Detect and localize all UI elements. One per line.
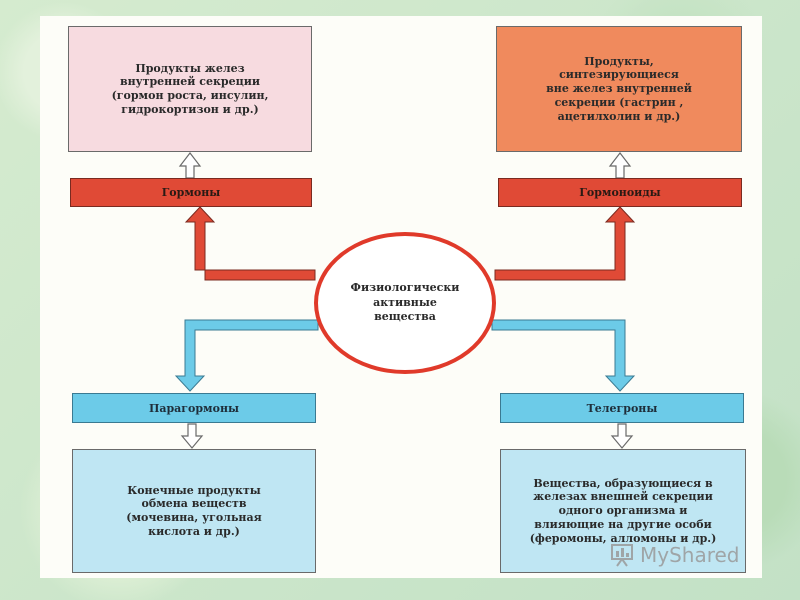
hormonoids-label: Гормоноиды — [498, 178, 742, 207]
hormones-label: Гормоны — [70, 178, 312, 207]
parahormones-description-box: Конечные продукты обмена веществ (мочеви… — [72, 449, 316, 573]
telegrons-label-text: Телегроны — [586, 401, 658, 415]
hormonoids-description-text: Продукты, синтезирующиеся вне желез внут… — [546, 54, 692, 123]
arrow-to-telegrons — [491, 319, 636, 392]
arrow-to-hormones — [184, 206, 316, 281]
central-concept-text: Физиологически активные вещества — [350, 280, 460, 324]
small-arrow-telegrons — [610, 423, 634, 449]
parahormones-label: Парагормоны — [72, 393, 316, 423]
watermark-text: MyShared — [640, 543, 740, 567]
hormonoids-label-text: Гормоноиды — [579, 186, 661, 199]
hormones-description-text: Продукты желез внутренней секреции (горм… — [111, 61, 269, 116]
hormones-description-box: Продукты желез внутренней секреции (горм… — [68, 26, 312, 152]
telegrons-description-text: Вещества, образующиеся в железах внешней… — [529, 476, 717, 545]
small-arrow-hormonoids — [608, 152, 632, 179]
central-concept-circle: Физиологически активные вещества — [314, 232, 496, 374]
presentation-board-icon — [611, 544, 633, 567]
arrow-to-hormonoids — [494, 206, 636, 281]
watermark-logo: MyShared — [610, 540, 740, 570]
small-arrow-parahormones — [180, 423, 204, 449]
hormones-label-text: Гормоны — [161, 186, 221, 199]
telegrons-label: Телегроны — [500, 393, 744, 423]
parahormones-description-text: Конечные продукты обмена веществ (мочеви… — [126, 483, 262, 538]
parahormones-label-text: Парагормоны — [148, 401, 240, 415]
telegrons-description-box: Вещества, образующиеся в железах внешней… — [500, 449, 746, 573]
arrow-to-parahormones — [174, 319, 319, 392]
small-arrow-hormones — [178, 152, 202, 179]
hormonoids-description-box: Продукты, синтезирующиеся вне желез внут… — [496, 26, 742, 152]
